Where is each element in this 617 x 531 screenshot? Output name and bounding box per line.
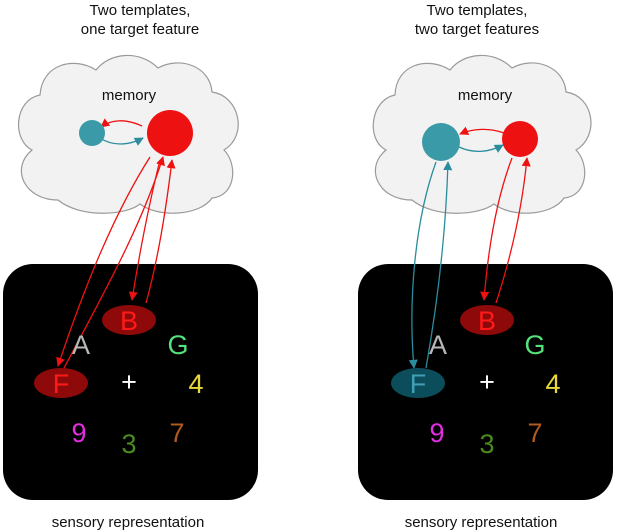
- letter-a: A: [429, 330, 447, 360]
- fixation-plus: +: [479, 367, 495, 397]
- link-red-to-teal: [459, 126, 505, 135]
- cloud-shape: [18, 54, 239, 214]
- panel-title-line2: two target features: [415, 21, 539, 38]
- sensory-panel: [358, 264, 613, 500]
- template-small-teal: [422, 123, 460, 161]
- link-teal-to-red: [458, 144, 504, 153]
- link-teal-to-red: [99, 137, 144, 146]
- letter-b: B: [478, 306, 496, 336]
- arrow-template-to-f: [408, 161, 437, 369]
- memory-label: memory: [102, 87, 157, 104]
- template-large-red: [502, 121, 538, 157]
- arrow-f-to-template: [425, 161, 453, 369]
- fixation-plus: +: [121, 367, 137, 397]
- marker-f: [34, 368, 88, 398]
- letter-a: A: [72, 330, 90, 360]
- digit-3: 3: [479, 429, 494, 459]
- letter-f: F: [53, 369, 70, 399]
- letter-g: G: [524, 330, 545, 360]
- letter-g: G: [167, 330, 188, 360]
- digit-4: 4: [545, 369, 560, 399]
- panel-title-line1: Two templates,: [90, 2, 191, 19]
- panel-left: Two templates, one target feature memory…: [3, 2, 258, 531]
- link-red-to-teal: [100, 118, 143, 128]
- arrow-template-to-b: [128, 159, 161, 301]
- arrow-b-to-template: [145, 159, 176, 304]
- memory-label: memory: [458, 87, 513, 104]
- digit-7: 7: [169, 418, 184, 448]
- marker-f: [391, 368, 445, 398]
- panel-caption: sensory representation: [52, 514, 205, 531]
- digit-4: 4: [188, 369, 203, 399]
- sensory-panel: [3, 264, 258, 500]
- panel-title-line2: one target feature: [81, 21, 199, 38]
- marker-b: [102, 305, 156, 335]
- arrow-f-to-template: [63, 156, 165, 369]
- memory-cloud: memory: [372, 54, 592, 214]
- panel-right: Two templates, two target features memor…: [358, 2, 613, 531]
- digit-9: 9: [429, 418, 444, 448]
- arrow-b-to-template: [495, 157, 531, 304]
- cloud-shape: [372, 54, 592, 214]
- digit-7: 7: [527, 418, 542, 448]
- digit-9: 9: [71, 418, 86, 448]
- letter-b: B: [120, 306, 138, 336]
- arrow-template-to-f: [56, 156, 151, 367]
- memory-cloud: memory: [18, 54, 239, 214]
- panel-caption: sensory representation: [405, 514, 558, 531]
- arrow-template-to-b: [480, 157, 513, 301]
- letter-f: F: [410, 369, 427, 399]
- template-large-red: [147, 110, 193, 156]
- marker-b: [460, 305, 514, 335]
- panel-title-line1: Two templates,: [427, 2, 528, 19]
- digit-3: 3: [121, 429, 136, 459]
- template-small-teal: [79, 120, 105, 146]
